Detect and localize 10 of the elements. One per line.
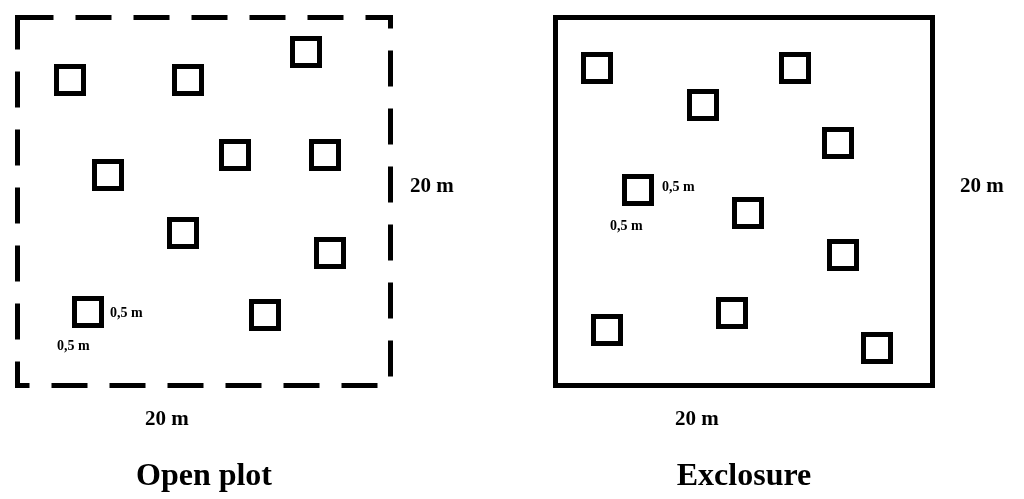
plot-title: Exclosure: [675, 458, 813, 490]
dimension-label: 20 m: [145, 408, 189, 429]
dimension-label: 20 m: [410, 175, 454, 196]
dimension-label: 0,5 m: [110, 306, 143, 320]
plot-title: Open plot: [135, 458, 273, 490]
dimension-label: 0,5 m: [57, 339, 90, 353]
dimension-label: 0,5 m: [610, 219, 643, 233]
dimension-label: 20 m: [675, 408, 719, 429]
dimension-label: 0,5 m: [662, 180, 695, 194]
dimension-label: 20 m: [960, 175, 1004, 196]
